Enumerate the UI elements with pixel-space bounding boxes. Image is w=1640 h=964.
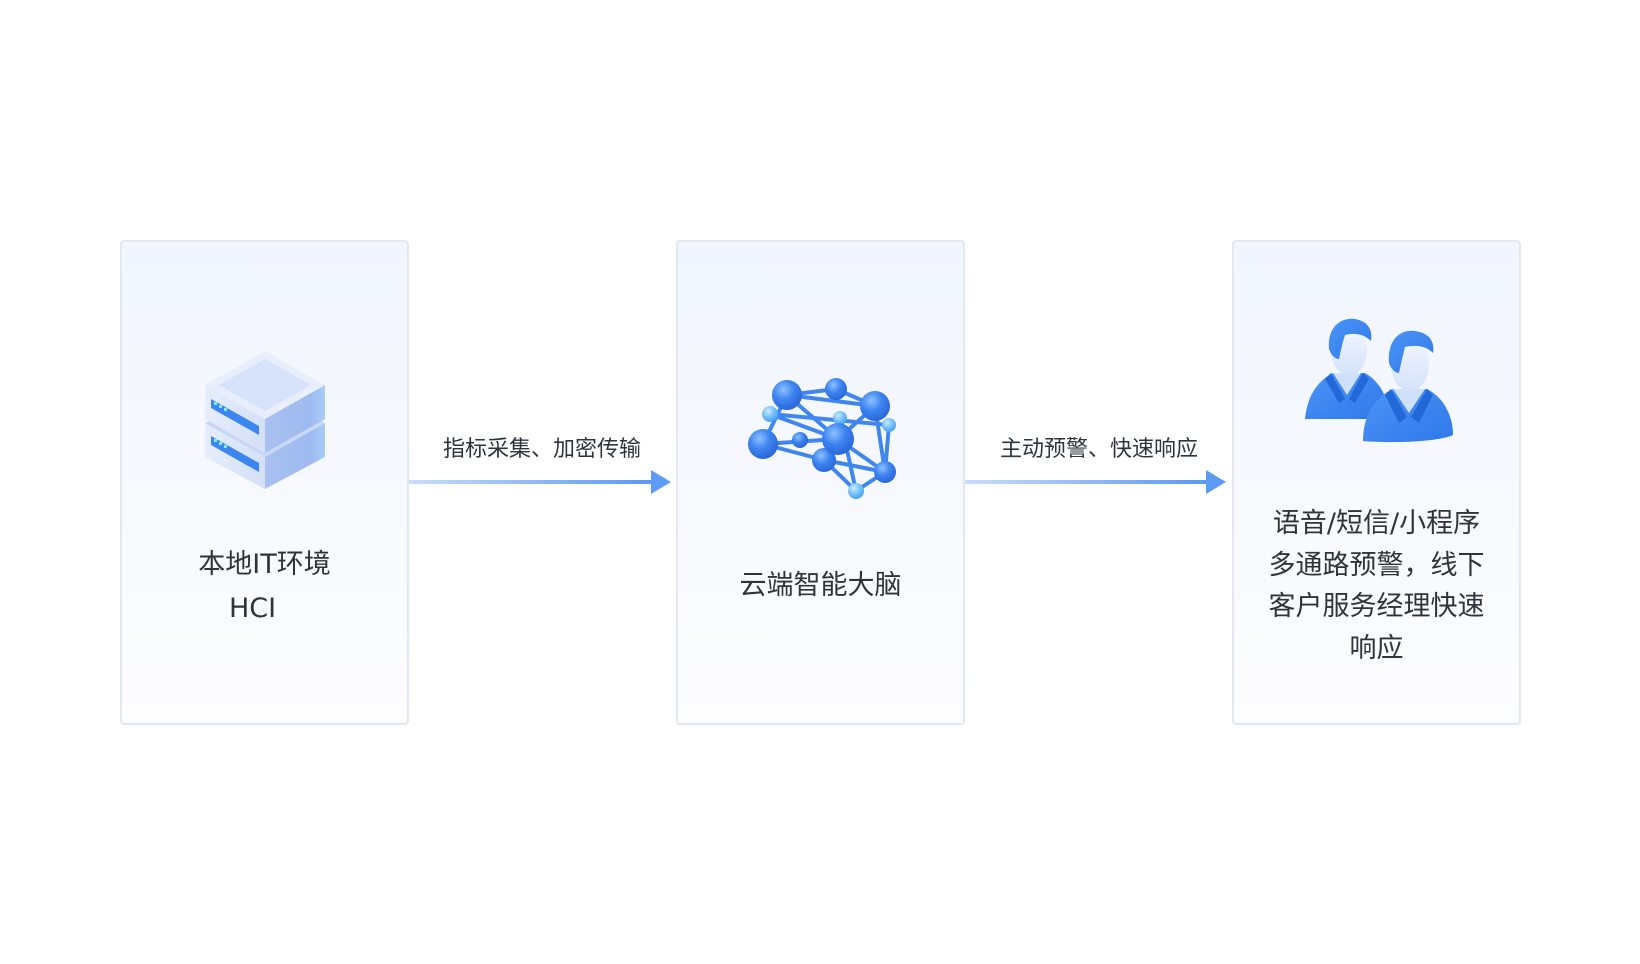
step-subtitle: HCI [229, 593, 277, 624]
arrow-right-icon [409, 470, 671, 494]
step-title: 本地IT环境 [198, 549, 331, 580]
step-card-multichannel-alert: 语音/短信/小程序 多通路预警，线下 客户服务经理快速 响应 [1232, 240, 1521, 725]
step-card-cloud-brain: 云端智能大脑 [676, 240, 965, 725]
step-title: 云端智能大脑 [739, 570, 902, 601]
step-description-line: 语音/短信/小程序 [1272, 508, 1481, 539]
step-description-line: 响应 [1349, 633, 1404, 664]
users-group-icon [1305, 318, 1453, 443]
flow-label-collect: 指标采集、加密传输 [442, 437, 641, 462]
arrow-right-icon [965, 470, 1227, 494]
neural-network-brain-icon [748, 378, 896, 499]
flow-label-alert: 主动预警、快速响应 [999, 437, 1198, 462]
step-description-line: 客户服务经理快速 [1268, 591, 1485, 622]
step-card-local-it: 本地IT环境 HCI [120, 240, 409, 725]
step-description-line: 多通路预警，线下 [1268, 550, 1485, 581]
server-stack-icon [205, 351, 325, 489]
